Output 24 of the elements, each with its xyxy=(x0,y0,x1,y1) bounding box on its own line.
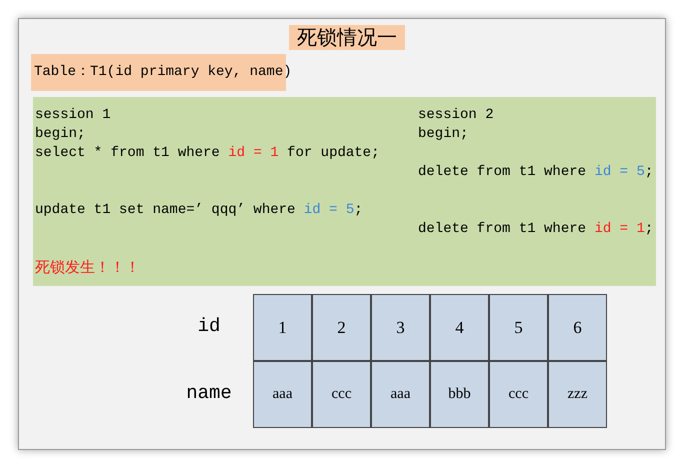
table-cell: aaa xyxy=(253,361,312,428)
code-line: begin; xyxy=(35,125,86,143)
table-cell: aaa xyxy=(371,361,430,428)
table-cell: 3 xyxy=(371,294,430,361)
table-cell: bbb xyxy=(430,361,489,428)
warning-text: 死锁发生！！！ xyxy=(35,258,140,276)
title: 死锁情况一 xyxy=(289,25,405,50)
table-cell: 4 xyxy=(430,294,489,361)
code-line: delete from t1 where id = 5; xyxy=(418,163,654,181)
table-cell: ccc xyxy=(312,361,371,428)
row-header: id xyxy=(196,315,222,337)
table-cell: ccc xyxy=(489,361,548,428)
table-cell: 1 xyxy=(253,294,312,361)
code-line: begin; xyxy=(418,125,468,143)
table-cell: zzz xyxy=(548,361,607,428)
code-line: session 2 xyxy=(418,106,494,124)
code-line: select * from t1 where id = 1 for update; xyxy=(35,144,380,162)
code-line: session 1 xyxy=(35,106,111,124)
table-cell: 6 xyxy=(548,294,607,361)
code-line: delete from t1 where id = 1; xyxy=(418,220,654,238)
table-cell: 5 xyxy=(489,294,548,361)
row-header: name xyxy=(185,382,233,404)
code-line: update t1 set name=’ qqq’ where id = 5; xyxy=(35,201,363,219)
table-cell: 2 xyxy=(312,294,371,361)
